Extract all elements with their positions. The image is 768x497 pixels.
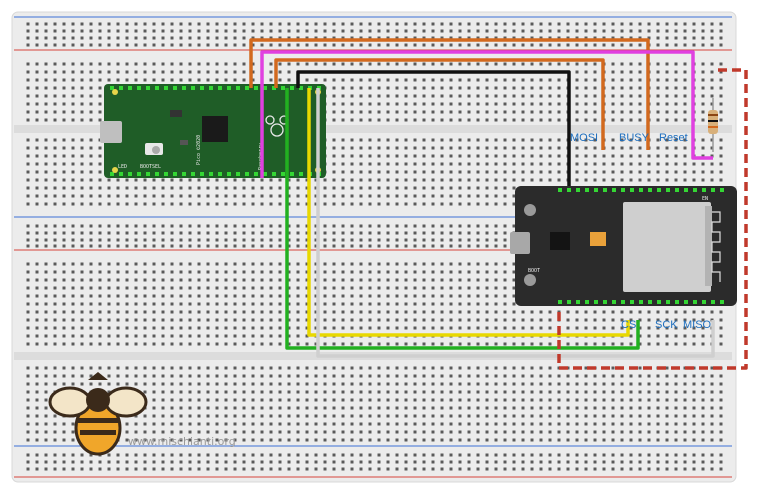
- micro-usb-icon: [510, 232, 530, 254]
- center-channel-top: [14, 125, 732, 133]
- usb-port-icon: [100, 121, 122, 143]
- pico-silk-label: Pico ©2020: [196, 135, 202, 165]
- esp32-pin-rows: [558, 188, 724, 304]
- wire-gray-miso: [316, 88, 715, 358]
- usb-uart-chip: [550, 232, 570, 250]
- wire-green-cs: [285, 88, 640, 350]
- antenna-trace: [711, 211, 721, 282]
- wires: [249, 38, 748, 370]
- en-label: EN: [702, 196, 708, 202]
- pico-bootsel-label: BOOTSEL: [140, 164, 161, 170]
- label-reset: Reset: [659, 132, 688, 144]
- power-rails: [14, 16, 732, 478]
- bee-logo-icon: [48, 372, 148, 456]
- wire-yellow-sck: [307, 88, 630, 337]
- wire-red-power: [557, 68, 748, 370]
- watermark: www.mischianti.org: [128, 435, 236, 448]
- boot-label: BOOT: [528, 268, 540, 274]
- voltage-regulator: [590, 232, 606, 246]
- raspberry-pi-pico: Pico ©2020 Raspberry LED BOOTSEL: [100, 84, 326, 178]
- label-cs: CS: [621, 319, 636, 331]
- en-button: [524, 204, 536, 216]
- wire-magenta: [260, 50, 713, 178]
- wire-black-gnd: [296, 70, 571, 186]
- wire-orange-reset: [249, 38, 650, 150]
- label-mosi: MOSI: [570, 132, 598, 144]
- rp2040-chip: [202, 116, 228, 142]
- esp32-module: [623, 202, 711, 292]
- label-miso: MISO: [683, 319, 712, 331]
- pico-led-label: LED: [118, 164, 127, 170]
- label-busy: BUSY: [619, 132, 650, 144]
- resistor: [708, 98, 718, 152]
- boot-button: [524, 274, 536, 286]
- label-sck: SCK: [655, 319, 678, 331]
- esp32-devkit: BOOT EN: [510, 186, 737, 306]
- wire-orange-busy: [274, 58, 605, 150]
